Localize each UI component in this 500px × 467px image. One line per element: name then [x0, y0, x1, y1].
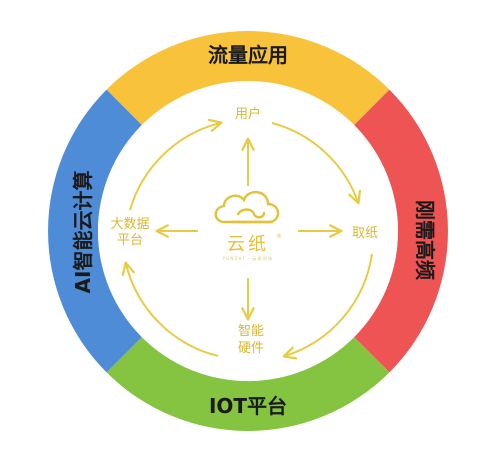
logo-text: 云纸	[227, 234, 269, 255]
cloud-logo-icon	[214, 191, 280, 224]
node-label-top: 用户	[235, 106, 261, 122]
ring-label-bottom: IOT平台	[209, 394, 287, 418]
ring-label-right: 刚需高频	[413, 200, 437, 280]
logo-registered-mark: ®	[276, 233, 282, 240]
ring-segment-right	[354, 89, 448, 373]
node-label-bottom-line1: 智能	[238, 324, 264, 339]
ring-label-top: 流量应用	[208, 43, 288, 67]
inner-disc	[98, 81, 398, 381]
cycle-arrow-bottom-to-left	[121, 261, 219, 357]
node-label-left-line2: 平台	[117, 233, 143, 248]
node-label-bottom-line2: 硬件	[238, 341, 264, 356]
logo-subtitle: YUNZHI · 云纸科技	[222, 255, 274, 261]
ring-segment-left	[48, 89, 142, 373]
node-label-left-line1: 大数据	[110, 217, 149, 232]
ring-segment-bottom	[106, 337, 390, 431]
cycle-arrow-left-to-top	[129, 118, 223, 211]
ring-label-left: AI智能云计算	[71, 171, 95, 294]
node-label-right: 取纸	[352, 226, 378, 241]
cycle-arrow-top-to-right	[271, 122, 362, 205]
ring-segment-top	[106, 31, 390, 126]
cycle-arrow-right-to-bottom	[282, 253, 373, 360]
